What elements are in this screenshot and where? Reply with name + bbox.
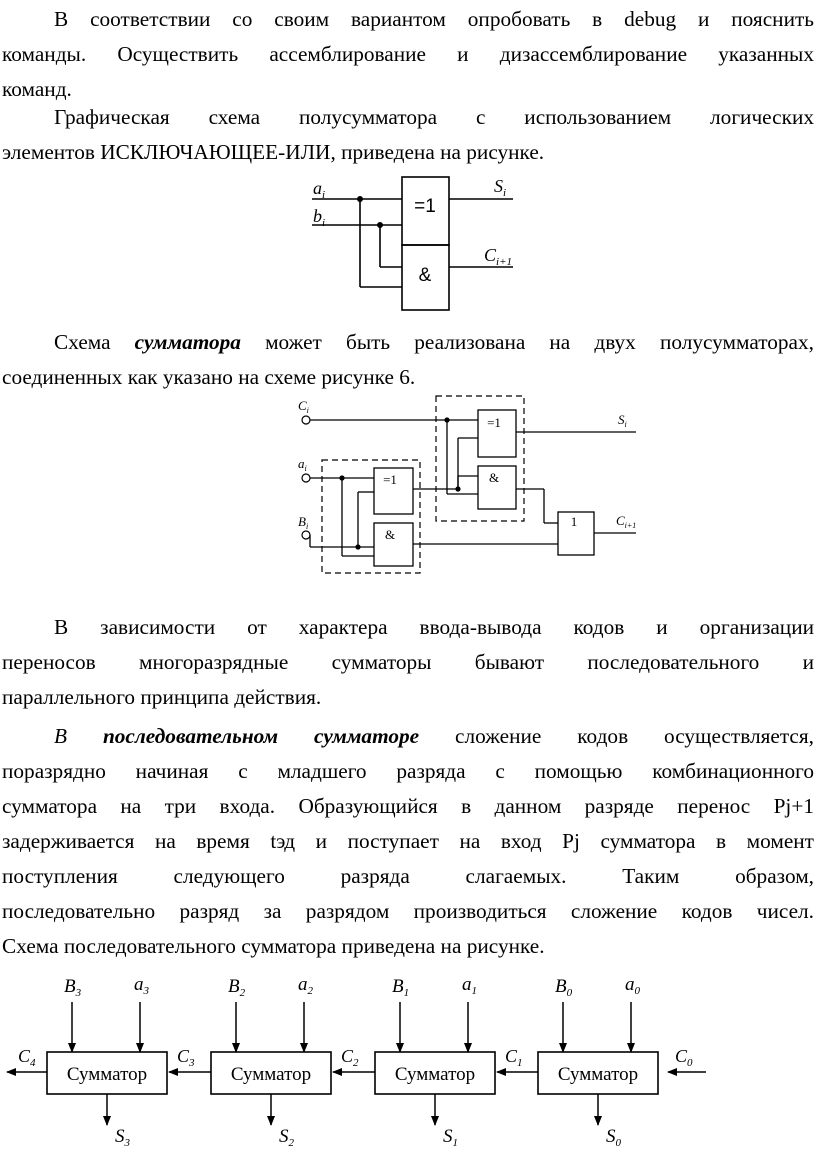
paragraph-3: Схема сумматора может быть реализована н… — [2, 325, 814, 395]
xor-gate-label: =1 — [414, 196, 436, 217]
half-adder-box-2 — [435, 395, 525, 522]
paragraph-2-line-1: Графическая схема полусумматора с исполь… — [54, 105, 814, 129]
paragraph-4-line-1: В зависимости от характера ввода-вывода … — [54, 615, 814, 639]
paragraph-3-line-2: соединенных как указано на схеме рисунке… — [2, 365, 416, 389]
paragraph-5-line-4: задерживается на время tэд и поступает н… — [2, 829, 814, 853]
input-b-label: bi — [313, 206, 325, 229]
paragraph-1-line-1: В соответствии со своим вариантом опробо… — [54, 7, 814, 31]
input-a-label: ai — [313, 178, 325, 201]
xor-gate-1-label: =1 — [383, 472, 397, 487]
and-gate-1-label: & — [385, 527, 395, 542]
paragraph-4-line-3: параллельного принципа действия. — [2, 685, 322, 709]
paragraph-5-line-5: поступления следующего разряда слагаемых… — [2, 864, 814, 888]
output-c-label: Ci+1 — [616, 513, 636, 530]
and-gate-label: & — [419, 265, 432, 286]
and-gate-2-label: & — [489, 470, 499, 485]
input-b-label: B3 — [64, 976, 82, 999]
input-b-label: B2 — [228, 976, 246, 999]
input-b-label: B1 — [392, 976, 409, 999]
input-b-label: Bi — [298, 514, 308, 531]
xor-gate-2 — [477, 409, 517, 458]
output-s-label: Si — [494, 176, 506, 199]
input-c-label: Ci — [298, 398, 309, 415]
input-a-label: a3 — [134, 974, 150, 997]
input-b-label: B0 — [555, 976, 573, 999]
output-s-label: S0 — [606, 1126, 622, 1149]
carry-in-label: C0 — [675, 1046, 693, 1069]
paragraph-1-line-2: команды. Осуществить ассемблирование и д… — [2, 42, 814, 66]
paragraph-4: В зависимости от характера ввода-вывода … — [2, 610, 814, 715]
paragraph-1: В соответствии со своим вариантом опробо… — [2, 2, 814, 107]
paragraph-2-line-2: элементов ИСКЛЮЧАЮЩЕЕ-ИЛИ, приведена на … — [2, 140, 545, 164]
adder-block-label: Сумматор — [395, 1064, 475, 1085]
paragraph-1-line-3: команд. — [2, 77, 72, 101]
adder-block-label: Сумматор — [231, 1064, 311, 1085]
input-a-label: ai — [298, 456, 307, 473]
output-s-label: S2 — [279, 1126, 295, 1149]
carry-out-label: C4 — [18, 1046, 36, 1069]
paragraph-3-line-1: Схема сумматора может быть реализована н… — [54, 330, 814, 354]
output-c-label: Ci+1 — [484, 245, 512, 268]
and-gate-2 — [477, 465, 517, 510]
paragraph-5-line-3: сумматора на три входа. Образующийся в д… — [2, 794, 814, 818]
full-adder-diagram: =1 & =1 & 1 — [298, 395, 636, 574]
adder-block-label: Сумматор — [67, 1064, 147, 1085]
paragraph-2: Графическая схема полусумматора с исполь… — [2, 100, 814, 170]
paragraph-4-line-2: переносов многоразрядные сумматоры бываю… — [2, 650, 814, 674]
xor-gate-1 — [373, 467, 414, 515]
output-s-label: S3 — [115, 1126, 131, 1149]
half-adder-box-1 — [321, 459, 421, 574]
output-s-label: S1 — [443, 1126, 458, 1149]
input-a-label: a2 — [298, 974, 314, 997]
or-gate-label: 1 — [571, 514, 578, 529]
paragraph-5-line-7: Схема последовательного сумматора привед… — [2, 934, 545, 958]
paragraph-5-line-1: В последовательном сумматоре сложение ко… — [54, 724, 814, 748]
output-s-label: Si — [618, 412, 627, 429]
paragraph-5-line-2: поразрядно начиная с младшего разряда с … — [2, 759, 814, 783]
adder-block-label: Сумматор — [558, 1064, 638, 1085]
carry-out-label: C3 — [177, 1046, 195, 1069]
xor-gate-2-label: =1 — [487, 415, 501, 430]
paragraph-5-line-6: последовательно разряд за разрядом произ… — [2, 899, 814, 923]
half-adder-diagram: =1 & ai bi Si Ci+1 — [312, 176, 513, 311]
carry-out-label: C1 — [505, 1046, 523, 1069]
input-a-label: a1 — [462, 974, 477, 997]
and-gate — [401, 244, 450, 311]
paragraph-5: В последовательном сумматоре сложение ко… — [2, 719, 814, 964]
carry-out-label: C2 — [341, 1046, 359, 1069]
input-a-label: a0 — [625, 974, 641, 997]
